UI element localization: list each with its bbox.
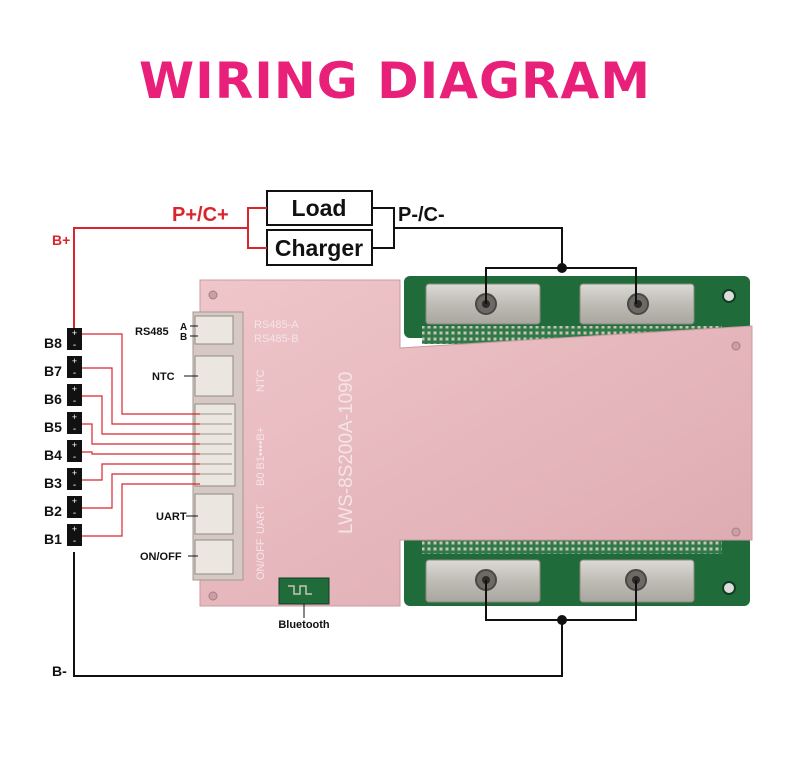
rs485-label: RS485 [135,326,169,338]
connector-leader-lines [184,325,305,618]
minus-icon: - [73,340,76,351]
bluetooth-antenna-icon [288,585,312,595]
battery-cell-b5 [67,412,82,434]
minus-icon: - [73,396,76,407]
plus-icon: + [72,496,77,506]
plate-screw-icon [208,290,218,300]
battery-cell-b1 [67,524,82,546]
plus-icon: + [72,468,77,478]
rs485-connector [194,315,234,345]
silk-balance: B0 B1••••B+ [255,427,267,486]
silk-uart: UART [255,504,267,534]
top-wiring [73,190,637,677]
silk-ntc: NTC [255,369,267,392]
battery-tap-column: +-B8+-B7+-B6+-B5+-B4+-B3+-B2+-B1 [44,328,82,547]
plus-icon: + [72,412,77,422]
tap-label-b4: B4 [44,447,62,463]
positive-terminal-label: P+/C+ [172,204,229,226]
silk-rs485-b: RS485-B [254,333,299,345]
rs485-a-label: A [180,322,187,333]
battery-cell-b7 [67,356,82,378]
tap-label-b2: B2 [44,503,62,519]
plate-screw-icon [731,527,741,537]
mount-hole-icon [722,289,736,303]
onoff-connector [194,539,234,575]
tap-label-b6: B6 [44,391,62,407]
terminal-top-left [425,283,541,325]
ntc-connector [194,355,234,397]
plus-icon: + [72,524,77,534]
tap-label-b7: B7 [44,363,62,379]
mount-hole-icon [722,581,736,595]
positive-wiring [73,207,267,336]
page-title: WIRING DIAGRAM [139,52,651,110]
ntc-label: NTC [152,371,175,383]
minus-icon: - [73,536,76,547]
bms-board: RS485-A RS485-B NTC B0 B1••••B+ UART ON/… [192,276,753,607]
battery-cell-b8 [67,328,82,350]
tap-label-b5: B5 [44,419,62,435]
tap-label-b3: B3 [44,475,62,491]
charger-box [266,229,373,266]
charger-label: Charger [275,235,363,261]
battery-cell-b6 [67,384,82,406]
battery-cell-b3 [67,468,82,490]
plate-screw-icon [208,591,218,601]
junction-dot [557,615,567,625]
bluetooth-label: Bluetooth [278,619,330,631]
plus-icon: + [72,384,77,394]
b-minus-label: B- [52,663,67,679]
tap-label-b1: B1 [44,531,62,547]
balance-wires [82,333,200,537]
silk-onoff: ON/OFF [255,538,267,580]
negative-terminal-label: P-/C- [398,204,445,226]
onoff-label: ON/OFF [140,551,182,563]
balance-connector [194,403,236,487]
aluminium-plate [199,279,753,607]
board-model: LWS-8S200A-1090 [336,372,357,534]
minus-icon: - [73,480,76,491]
plus-icon: + [72,356,77,366]
minus-icon: - [73,452,76,463]
rs485-b-label: B [180,332,187,343]
silk-rs485-a: RS485-A [254,319,299,331]
battery-cell-b2 [67,496,82,518]
load-label: Load [292,195,347,221]
battery-cell-b4 [67,440,82,462]
minus-icon: - [73,424,76,435]
plate-screw-icon [731,341,741,351]
uart-label: UART [156,511,187,523]
terminal-bottom-left [425,559,541,603]
uart-connector [194,493,234,535]
b-plus-label: B+ [52,232,70,248]
minus-icon: - [73,508,76,519]
bluetooth-module [278,577,330,605]
plus-icon: + [72,328,77,338]
plus-icon: + [72,440,77,450]
minus-icon: - [73,368,76,379]
tap-label-b8: B8 [44,335,62,351]
junction-dot [557,263,567,273]
